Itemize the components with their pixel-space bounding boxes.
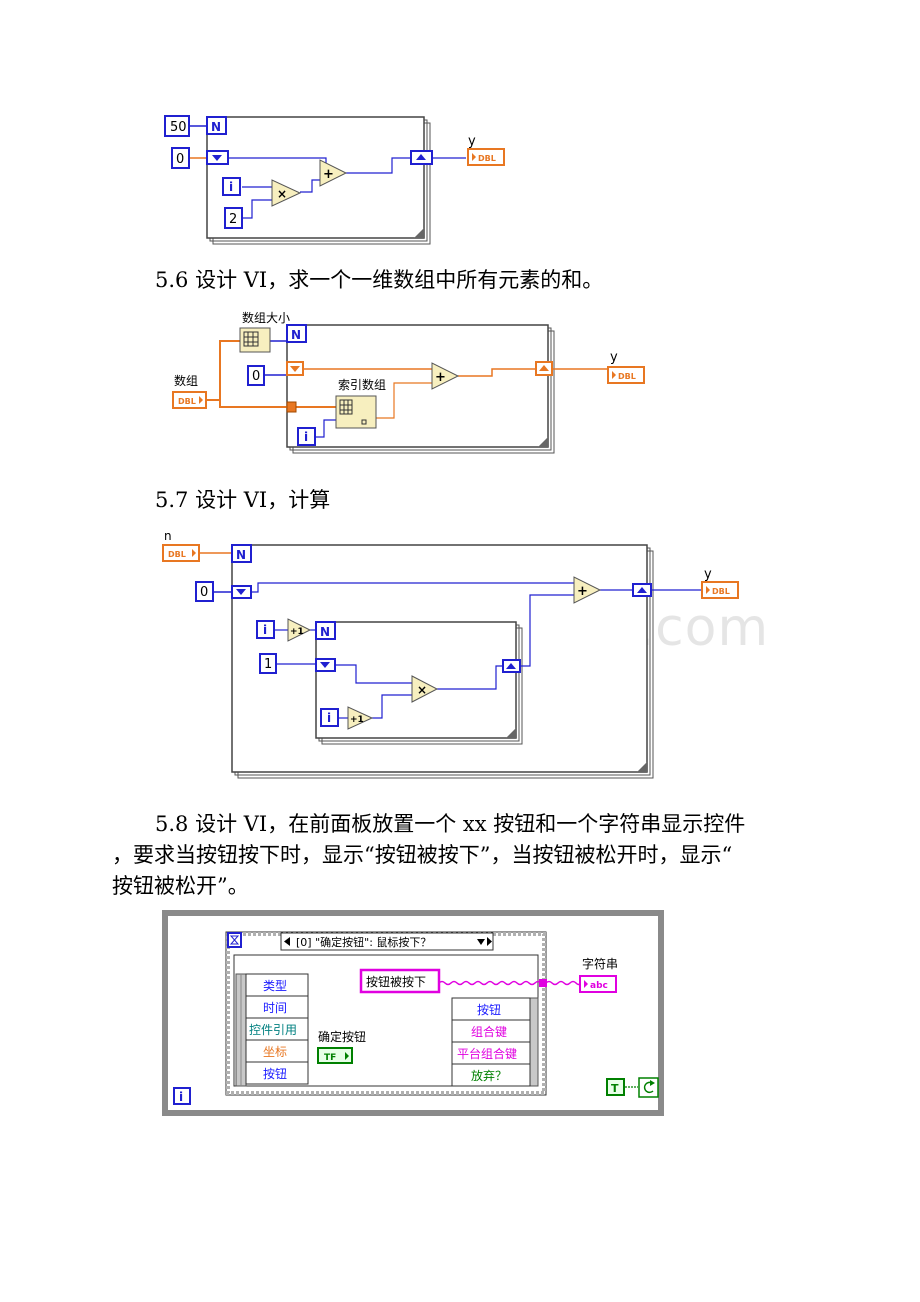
button-tf-type: TF <box>324 1053 336 1063</box>
svg-text:×: × <box>417 683 427 697</box>
string-abc-type: abc <box>590 981 608 991</box>
multiply-icon <box>271 179 302 207</box>
add-icon <box>431 362 460 390</box>
filter-field-discard: 放弃？ <box>471 1068 507 1083</box>
string-constant: 按钮被按下 <box>366 974 426 989</box>
filter-field-modifiers: 组合键 <box>471 1024 507 1039</box>
output-y-label: y <box>610 350 618 365</box>
const-2: 2 <box>229 212 237 227</box>
outer-i-terminal: i <box>263 623 267 637</box>
filter-field-button: 按钮 <box>477 1002 501 1017</box>
increment-icon <box>287 618 312 642</box>
const-1: 1 <box>264 657 272 672</box>
shift-register-up-icon <box>416 154 426 160</box>
svg-text:+: + <box>435 370 446 385</box>
section-5-8-line1: 5.8 设计 VI，在前面板放置一个 xx 按钮和一个字符串显示控件 <box>155 812 746 836</box>
add-icon <box>319 159 348 187</box>
svg-text:+: + <box>323 167 334 182</box>
output-dbl-type: DBL <box>478 154 496 163</box>
shift-register-down-icon <box>212 155 222 161</box>
index-array-label: 索引数组 <box>338 377 386 392</box>
output-y-label: y <box>704 567 712 582</box>
input-array-label: 数组 <box>174 373 198 388</box>
inner-i-terminal: i <box>327 711 331 725</box>
svg-text:×: × <box>277 187 287 201</box>
input-n-label: n <box>164 529 172 543</box>
event-field-ctlref: 控件引用 <box>249 1023 297 1037</box>
hourglass-icon <box>229 935 240 945</box>
section-5-7-text: 5.7 设计 VI，计算 <box>155 488 331 512</box>
event-data-right: 按钮 组合键 平台组合键 放弃？ <box>451 997 531 1087</box>
string-indicator-label: 字符串 <box>582 956 618 971</box>
event-field-type: 类型 <box>263 979 287 993</box>
event-field-coords: 坐标 <box>263 1045 287 1059</box>
button-label: 确定按钮 <box>318 1029 366 1044</box>
n-terminal: N <box>211 120 221 134</box>
inner-n-terminal: N <box>320 625 330 639</box>
array-size-label: 数组大小 <box>242 310 290 325</box>
shift-register-down-icon <box>236 589 246 595</box>
const-0: 0 <box>176 152 184 167</box>
add-icon <box>573 576 602 604</box>
multiply-icon <box>411 675 439 703</box>
svg-text:+: + <box>577 584 588 599</box>
shift-register-down-icon <box>320 662 330 668</box>
shift-register-down-icon <box>290 366 300 372</box>
section-5-8-line3: 按钮被松开”。 <box>112 874 249 898</box>
index-array-icon <box>335 395 377 429</box>
output-dbl-type: DBL <box>712 587 730 596</box>
const-0: 0 <box>200 585 208 600</box>
outer-n-terminal: N <box>236 548 246 562</box>
case-selector-label[interactable]: [0] "确定按钮": 鼠标按下？ <box>296 935 431 949</box>
shift-register-up-icon <box>506 663 516 669</box>
output-y-label: y <box>468 134 476 149</box>
shift-register-up-icon <box>637 587 647 593</box>
increment-label: +1 <box>350 715 364 725</box>
section-5-8-line2: ，要求当按钮按下时，显示“按钮被按下”，当按钮被松开时，显示“ <box>112 843 733 867</box>
next-case-icon <box>487 937 492 946</box>
i-terminal: i <box>304 430 308 444</box>
input-dbl-type: DBL <box>178 397 196 406</box>
section-5-6-text: 5.6 设计 VI，求一个一维数组中所有元素的和。 <box>155 268 604 292</box>
input-dbl-type: DBL <box>168 550 186 559</box>
event-data-left: 类型 时间 控件引用 坐标 按钮 <box>245 973 309 1085</box>
increment-label: +1 <box>290 627 304 637</box>
dropdown-icon <box>477 939 485 945</box>
shift-register-up-icon <box>539 365 549 371</box>
filter-field-platmods: 平台组合键 <box>457 1046 517 1061</box>
output-dbl-type: DBL <box>618 372 636 381</box>
event-field-time: 时间 <box>263 1001 287 1015</box>
i-terminal: i <box>179 1090 183 1104</box>
const-0: 0 <box>252 369 260 384</box>
prev-case-icon <box>284 937 290 946</box>
const-50: 50 <box>170 120 187 135</box>
true-constant: T <box>611 1082 619 1095</box>
n-terminal: N <box>291 328 301 342</box>
event-field-button: 按钮 <box>263 1066 287 1081</box>
i-terminal: i <box>229 180 233 194</box>
increment-icon <box>347 706 374 730</box>
loop-condition-icon <box>643 1081 654 1094</box>
